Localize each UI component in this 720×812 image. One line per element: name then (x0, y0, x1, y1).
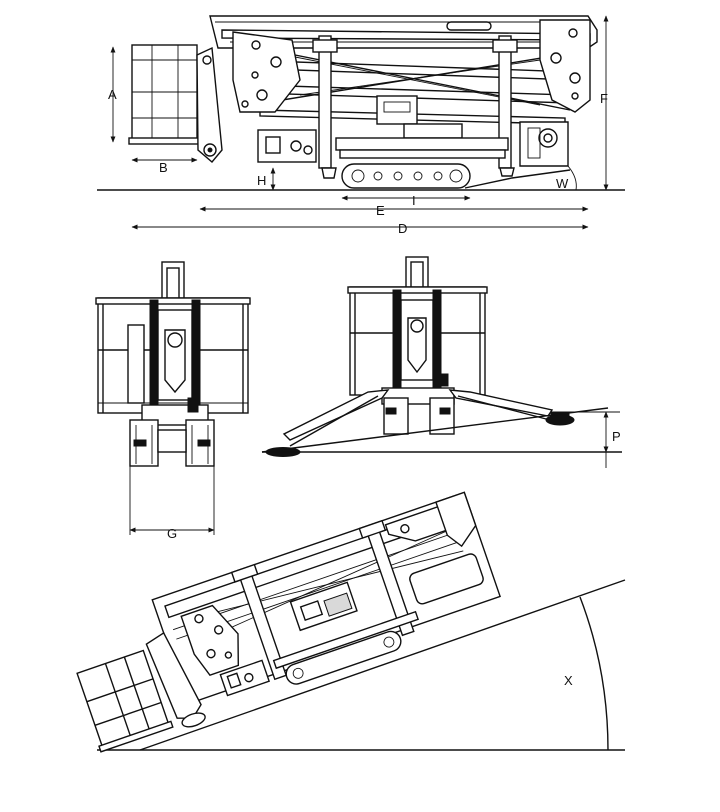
dimension-h: H (257, 167, 276, 191)
front-view-outriggers: P (261, 256, 622, 468)
platform-basket (128, 44, 200, 145)
label-p: P (612, 429, 621, 444)
front-view: G (95, 261, 251, 541)
angle-x-arc (579, 596, 609, 751)
dimension-p: P (603, 411, 621, 468)
label-f: F (600, 91, 608, 106)
tracks-front (129, 419, 215, 467)
angle-w: W (556, 165, 577, 191)
dimension-b: B (131, 157, 198, 175)
dimension-a: A (108, 46, 117, 143)
outrigger-legs (265, 389, 575, 457)
machine-inclined (76, 491, 501, 753)
dimension-f: F (600, 15, 609, 191)
label-b: B (159, 160, 168, 175)
label-x: X (564, 673, 573, 688)
dimension-i: I (341, 193, 471, 208)
turret (335, 95, 509, 151)
dimension-e: E (199, 203, 589, 218)
chassis-deployed (381, 387, 455, 435)
label-a: A (108, 87, 117, 102)
incline-view: X (76, 491, 626, 753)
label-h: H (257, 173, 266, 188)
jib-arm (196, 46, 223, 163)
boom-pivot-plate-right (539, 19, 591, 113)
dimension-d: D (131, 221, 589, 236)
control-box (257, 129, 317, 163)
incline-line (139, 579, 626, 751)
mast-front-deployed (392, 289, 449, 391)
label-e: E (376, 203, 385, 218)
side-view: A B H I E D F (97, 15, 625, 236)
boom-pivot-plate-left (232, 31, 301, 113)
label-w: W (556, 176, 569, 191)
crawler-tracks (339, 149, 506, 189)
label-i: I (412, 193, 416, 208)
outriggers-stowed (321, 167, 571, 189)
label-g: G (167, 526, 177, 541)
label-d: D (398, 221, 407, 236)
slope-line (261, 407, 609, 453)
boom-uprights (312, 35, 518, 169)
engine-housing (519, 121, 569, 167)
dimension-g: G (129, 466, 215, 541)
